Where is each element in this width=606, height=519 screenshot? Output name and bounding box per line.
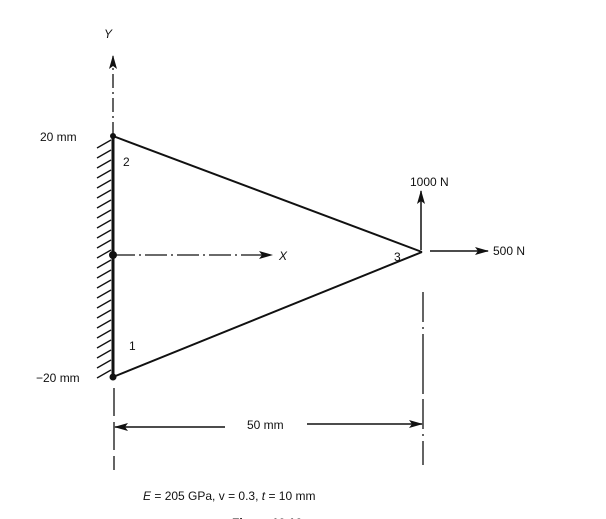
node-1-dot [109, 373, 117, 381]
horizontal-load-label: 500 N [493, 244, 525, 258]
e-value: = 205 GPa, [151, 489, 219, 503]
node-2-dot [110, 133, 116, 139]
dimension-bottom-label: −20 mm [36, 371, 80, 385]
triangle-element [112, 135, 423, 378]
node-2-label: 2 [123, 155, 130, 169]
x-axis-label: X [278, 249, 288, 263]
poisson-ratio: v = 0.3, [219, 489, 262, 503]
node-1-label: 1 [129, 339, 136, 353]
t-value: = 10 mm [265, 489, 315, 503]
extension-lines [113, 292, 424, 470]
t-symbol: t [262, 489, 266, 503]
e-symbol: E [143, 489, 152, 503]
y-axis-label: Y [104, 27, 113, 41]
span-dimension-label: 50 mm [247, 418, 284, 432]
material-properties: E = 205 GPa, v = 0.3, t = 10 mm [143, 489, 315, 503]
vertical-load-label: 1000 N [410, 175, 449, 189]
dimension-top-label: 20 mm [40, 130, 77, 144]
origin-dot [109, 251, 117, 259]
node-3-label: 3 [394, 250, 401, 264]
span-dimension [114, 420, 423, 431]
figure-caption: Figure 10.16 [232, 516, 302, 519]
